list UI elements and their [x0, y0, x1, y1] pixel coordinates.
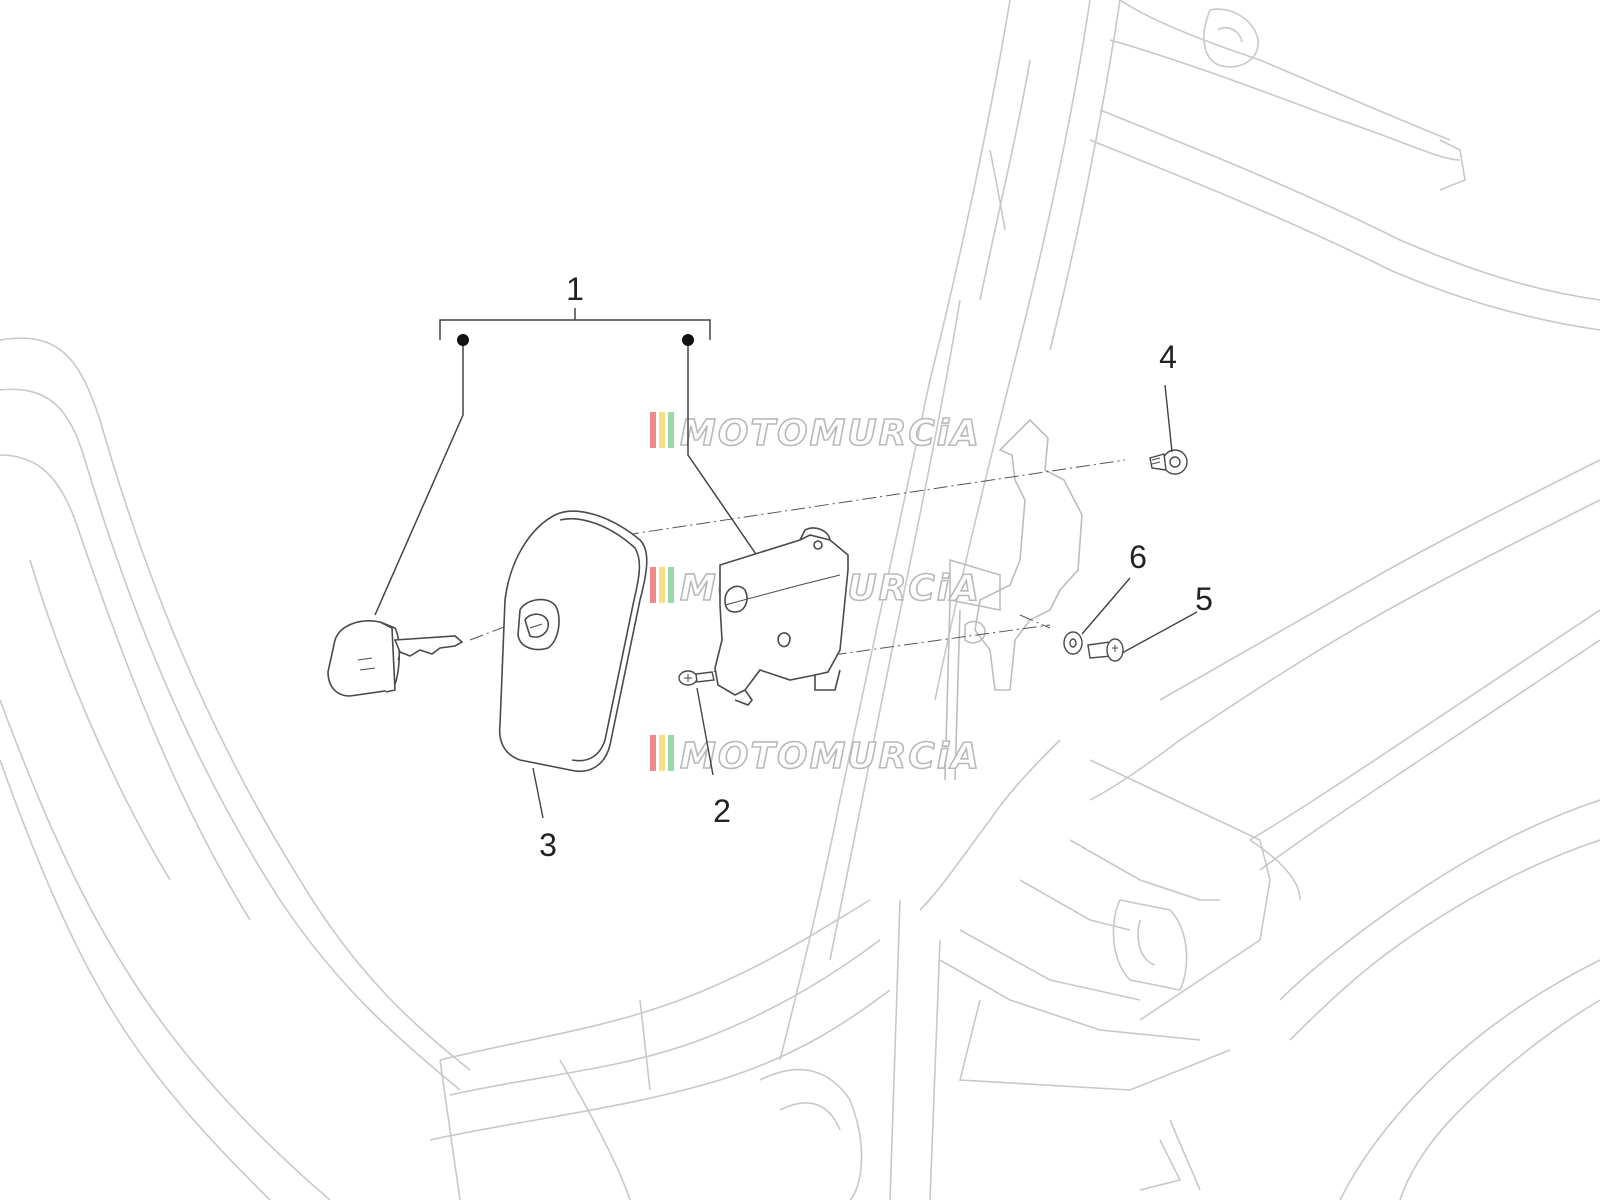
- callout-2: 2: [713, 793, 731, 829]
- bracket-dot-right: [682, 334, 694, 346]
- callout-5: 5: [1195, 581, 1213, 617]
- screw-part-4: [1149, 449, 1188, 475]
- watermark-text: MOTOMURCiA: [680, 736, 981, 777]
- leader-lines: [532, 384, 1198, 819]
- mounting-plate: [944, 418, 1083, 781]
- callout-6: 6: [1129, 539, 1147, 575]
- key-part: [327, 620, 464, 697]
- callout-1: 1: [566, 271, 584, 307]
- lock-cover-part: [498, 510, 648, 772]
- washer-part-6: [1063, 631, 1083, 655]
- lock-bracket-part: [714, 527, 849, 706]
- watermark-text: MOTOMURCiA: [680, 413, 981, 454]
- screw-part-5: [1087, 638, 1124, 662]
- screw-part-2: [678, 670, 715, 686]
- watermark-bottom: MOTOMURCiA: [650, 735, 981, 778]
- watermark-top: MOTOMURCiA: [650, 412, 981, 455]
- callout-4: 4: [1159, 339, 1177, 375]
- bracket-dot-left: [457, 334, 469, 346]
- group-bracket: [374, 308, 761, 616]
- callout-3: 3: [539, 827, 557, 863]
